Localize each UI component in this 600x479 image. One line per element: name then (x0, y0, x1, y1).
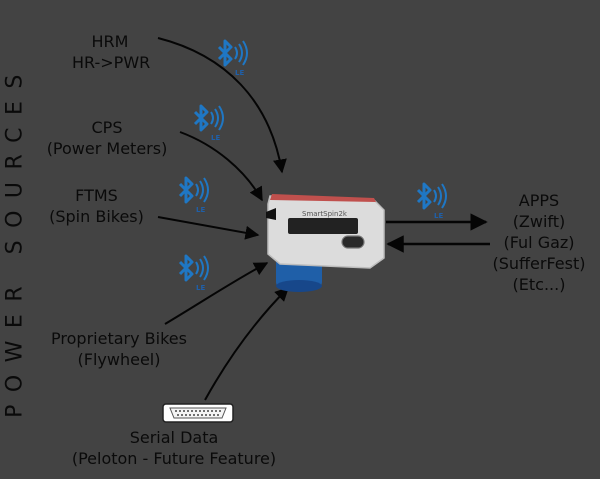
bluetooth-le-icon: LE (217, 39, 248, 77)
smartspin2k-device: SmartSpin2k (266, 194, 385, 292)
device-screen (288, 218, 358, 234)
arrow-proprietary (164, 262, 269, 325)
arrow-serial (204, 287, 289, 401)
source-cps-line1: CPS (91, 118, 123, 137)
arrow-ftms (157, 216, 260, 240)
source-hrm-line1: HRM (91, 32, 129, 51)
svg-text:LE: LE (196, 206, 205, 214)
svg-text:LE: LE (235, 69, 244, 77)
device-usb-port (341, 235, 365, 249)
apps-line-title: APPS (518, 191, 560, 210)
bluetooth-le-icon: LE (193, 104, 224, 142)
apps-line-fulgaz: (Ful Gaz) (503, 233, 575, 252)
svg-text:SmartSpin2k: SmartSpin2k (302, 210, 348, 218)
bluetooth-le-icon: LE (178, 254, 209, 292)
source-proprietary-label: Proprietary Bikes (Flywheel) (34, 328, 204, 370)
source-serial-label: Serial Data (Peloton - Future Feature) (44, 427, 304, 469)
source-serial-line2: (Peloton - Future Feature) (71, 449, 277, 468)
source-hrm-label: HRM HR->PWR (72, 31, 151, 73)
bluetooth-le-icon: LE (178, 176, 209, 214)
source-cps-label: CPS (Power Meters) (32, 117, 182, 159)
source-proprietary-line1: Proprietary Bikes (51, 329, 187, 348)
serial-connector-icon (162, 403, 234, 423)
apps-label: APPS (Zwift) (Ful Gaz) (SufferFest) (Etc… (480, 190, 598, 295)
source-cps-line2: (Power Meters) (46, 139, 168, 158)
source-hrm-line2: HR->PWR (72, 53, 151, 72)
apps-line-zwift: (Zwift) (512, 212, 566, 231)
source-ftms-line1: FTMS (75, 186, 118, 205)
source-ftms-label: FTMS (Spin Bikes) (34, 185, 159, 227)
bluetooth-le-icon: LE (416, 182, 447, 220)
svg-text:LE: LE (211, 134, 220, 142)
source-serial-line1: Serial Data (129, 428, 219, 447)
source-ftms-line2: (Spin Bikes) (49, 207, 144, 226)
svg-text:LE: LE (434, 212, 443, 220)
apps-line-sufferfest: (SufferFest) (492, 254, 586, 273)
arrow-cps (179, 131, 263, 202)
svg-text:LE: LE (196, 284, 205, 292)
arrow-hrm (157, 37, 287, 174)
source-proprietary-line2: (Flywheel) (77, 350, 161, 369)
apps-line-etc: (Etc...) (512, 275, 566, 294)
